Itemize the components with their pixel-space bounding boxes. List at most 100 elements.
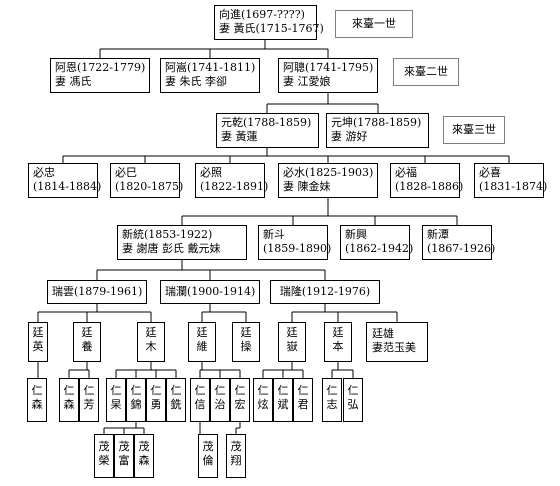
person-name-line: 新興	[345, 228, 367, 241]
person-name: 仁弘	[347, 384, 359, 411]
person-xintan[interactable]: 新潭 (1867-1926)	[422, 225, 496, 260]
person-name: 仁森	[31, 384, 43, 411]
person-name: 廷本	[332, 326, 344, 353]
person-aen[interactable]: 阿恩(1722-1779) 妻 馮氏	[50, 58, 150, 93]
person-spouse-line: 妻 江愛娘	[283, 75, 331, 88]
person-name: 廷操	[240, 326, 252, 353]
person-xiangjin[interactable]: 向進(1697-????) 妻 黃氏(1715-1767)	[214, 5, 324, 40]
person-name: 茂富	[118, 440, 130, 467]
person-bishui[interactable]: 必水(1825-1903) 妻 陳金妹	[278, 163, 378, 198]
person-yuanqian[interactable]: 元乾(1788-1859) 妻 黃蓮	[216, 113, 319, 148]
person-name: 茂森	[138, 440, 150, 467]
person-name: 仁森	[63, 384, 75, 411]
person-name-line: 必喜	[479, 166, 501, 179]
person-dates-line: (1859-1890)	[263, 242, 332, 255]
person-xinxing[interactable]: 新興 (1862-1942)	[340, 225, 413, 260]
person-name: 廷木	[145, 326, 157, 353]
person-xintong[interactable]: 新統(1853-1922) 妻 謝唐 彭氏 戴元妹	[117, 225, 247, 260]
person-name-line: 必照	[200, 166, 222, 179]
person-tingwei[interactable]: 廷維	[188, 322, 216, 362]
generation-label-2: 來臺二世	[393, 58, 459, 86]
person-renhong[interactable]: 仁宏	[230, 378, 250, 422]
person-renbin[interactable]: 仁斌	[273, 378, 293, 422]
person-rensen-2[interactable]: 仁森	[59, 378, 79, 422]
person-xindou[interactable]: 新斗 (1859-1890)	[258, 225, 332, 260]
person-renzhi[interactable]: 仁治	[210, 378, 230, 422]
person-ruiyun[interactable]: 瑞雲(1879-1961)	[47, 280, 147, 304]
person-name-line: 新統(1853-1922)	[122, 228, 213, 241]
person-name: 茂榮	[98, 440, 110, 467]
person-rengao[interactable]: 仁杲	[106, 378, 126, 422]
person-ruilan[interactable]: 瑞瀾(1900-1914)	[160, 280, 260, 304]
person-maolun[interactable]: 茂倫	[198, 434, 218, 478]
person-renzhi2[interactable]: 仁志	[322, 378, 342, 422]
person-renxuan[interactable]: 仁炫	[253, 378, 273, 422]
generation-label-3: 來臺三世	[443, 116, 505, 144]
person-bisi[interactable]: 必巳 (1820-1875)	[110, 163, 184, 198]
person-name: 茂倫	[202, 440, 214, 467]
person-spouse-line: 妻 謝唐 彭氏 戴元妹	[122, 242, 221, 255]
person-tingmu[interactable]: 廷木	[137, 322, 165, 362]
person-name-line: 必水(1825-1903)	[283, 166, 374, 179]
person-renfang[interactable]: 仁芳	[79, 378, 99, 422]
person-bixi[interactable]: 必喜 (1831-1874)	[474, 163, 548, 198]
person-name-line: 阿嵩(1741-1811)	[165, 61, 256, 74]
person-ruilong[interactable]: 瑞隆(1912-1976)	[270, 280, 380, 304]
person-tingyang[interactable]: 廷養	[73, 322, 101, 362]
person-name-line: 新潭	[427, 228, 449, 241]
person-name-line: 阿聰(1741-1795)	[283, 61, 374, 74]
person-yuankun[interactable]: 元坤(1788-1859) 妻 游好	[326, 113, 429, 148]
person-renjin[interactable]: 仁錦	[126, 378, 146, 422]
person-tingxiong[interactable]: 廷雄 妻范玉美	[366, 322, 428, 362]
person-renyong[interactable]: 仁勇	[146, 378, 166, 422]
person-maofu[interactable]: 茂富	[114, 434, 134, 478]
person-bifu[interactable]: 必福 (1828-1886)	[390, 163, 464, 198]
person-name: 仁宏	[234, 384, 246, 411]
person-name-line: 必巳	[115, 166, 137, 179]
person-tingcao[interactable]: 廷操	[232, 322, 260, 362]
person-name-line: 新斗	[263, 228, 285, 241]
person-name-line: 元坤(1788-1859)	[331, 116, 422, 129]
person-dates-line: (1822-1891)	[200, 180, 269, 193]
person-bizhong[interactable]: 必忠 (1814-1884)	[28, 163, 102, 198]
generation-label-1: 來臺一世	[335, 10, 413, 38]
person-name: 廷養	[81, 326, 93, 353]
person-renxin[interactable]: 仁信	[190, 378, 210, 422]
person-dates-line: (1814-1884)	[33, 180, 102, 193]
person-bizhao[interactable]: 必照 (1822-1891)	[195, 163, 269, 198]
person-name: 仁治	[214, 384, 226, 411]
person-name: 仁勇	[150, 384, 162, 411]
person-tingyue[interactable]: 廷嶽	[278, 322, 306, 362]
person-dates-line: (1867-1926)	[427, 242, 496, 255]
person-asong[interactable]: 阿嵩(1741-1811) 妻 朱氏 李卻	[160, 58, 260, 93]
person-name-line: 向進(1697-????)	[219, 8, 305, 21]
person-name: 仁銑	[170, 384, 182, 411]
person-dates-line: (1828-1886)	[395, 180, 464, 193]
person-dates-line: (1831-1874)	[479, 180, 548, 193]
person-dates-line: (1820-1875)	[115, 180, 184, 193]
person-tingying[interactable]: 廷英	[28, 322, 48, 362]
person-name: 仁斌	[277, 384, 289, 411]
person-maorong[interactable]: 茂榮	[94, 434, 114, 478]
person-name: 廷維	[196, 326, 208, 353]
person-rensen-1[interactable]: 仁森	[27, 378, 47, 422]
person-name: 仁信	[194, 384, 206, 411]
person-renjun[interactable]: 仁君	[293, 378, 313, 422]
person-name: 茂翔	[230, 440, 242, 467]
person-name: 廷嶽	[286, 326, 298, 353]
person-name: 仁君	[297, 384, 309, 411]
person-spouse-line: 妻 朱氏 李卻	[165, 75, 227, 88]
person-name: 仁志	[326, 384, 338, 411]
person-renhong2[interactable]: 仁弘	[343, 378, 363, 422]
person-maoxiang[interactable]: 茂翔	[226, 434, 246, 478]
person-spouse-line: 妻 黃氏(1715-1767)	[219, 22, 324, 35]
person-name-line: 必忠	[33, 166, 55, 179]
person-maosen[interactable]: 茂森	[134, 434, 154, 478]
person-name: 仁杲	[110, 384, 122, 411]
person-renxian[interactable]: 仁銑	[166, 378, 186, 422]
person-name-line: 必福	[395, 166, 417, 179]
person-tingben[interactable]: 廷本	[324, 322, 352, 362]
person-spouse-line: 妻 馮氏	[55, 75, 92, 88]
person-acong[interactable]: 阿聰(1741-1795) 妻 江愛娘	[278, 58, 378, 93]
